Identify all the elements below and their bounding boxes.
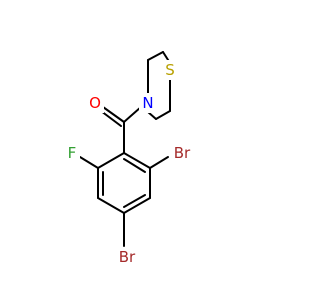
atom-br-para: Br: [119, 248, 136, 266]
bond-c4-c5: [123, 197, 151, 214]
bond-c6-br: [149, 156, 169, 169]
f-atom-background: [64, 143, 80, 163]
molecule-canvas: S N O F Br Br: [64, 51, 195, 267]
atom-n: N: [142, 94, 153, 112]
bond-carbonyl-double-1: [102, 106, 125, 123]
bond-layer: [79, 51, 171, 247]
bond-c2-f: [79, 156, 99, 169]
bond-c4-c5-inner: [123, 194, 146, 208]
bond-c5-c6: [155, 110, 171, 120]
bond-c2-c3: [147, 51, 164, 61]
bond-c6-c1: [123, 152, 151, 169]
br2-atom-background: [114, 247, 140, 267]
atom-label-layer: S N O F Br Br: [64, 60, 195, 267]
atom-s: S: [165, 61, 175, 79]
s-atom-background: [161, 60, 179, 80]
br1-atom-background: [169, 143, 195, 163]
o-atom-background: [86, 93, 104, 113]
structure-diagram: S N O F Br Br: [64, 51, 195, 267]
n-atom-background: [139, 93, 157, 113]
bond-c3-c4: [97, 197, 125, 214]
bond-n-ccarbonyl: [123, 106, 142, 123]
bond-c6-n: [147, 111, 157, 120]
atom-br-ortho: Br: [174, 144, 191, 162]
atom-f: F: [68, 144, 77, 162]
bond-c1-c2: [97, 152, 125, 169]
bond-carbonyl-double-2: [100, 110, 122, 127]
bond-c6-c1-inner: [123, 158, 146, 173]
atom-o: O: [89, 94, 101, 112]
